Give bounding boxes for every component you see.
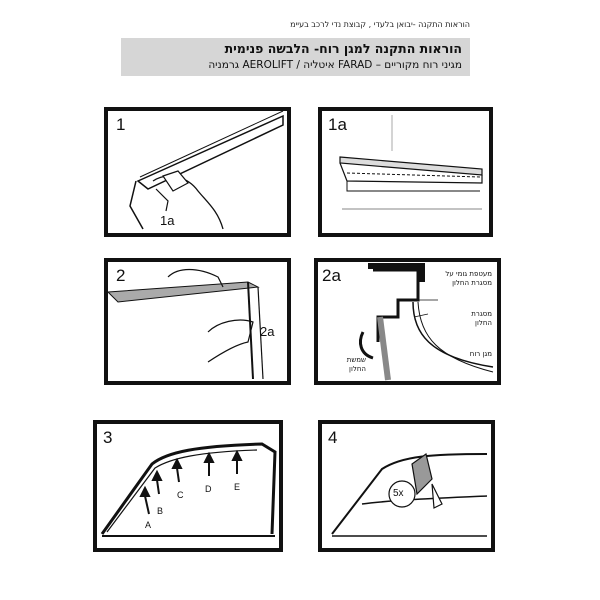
point-label-c: C	[177, 490, 184, 500]
step-number: 1	[116, 115, 126, 134]
label-deflector: מגן רוח	[469, 350, 492, 358]
label-glass: שמשת החלון	[346, 356, 366, 373]
step-number: 4	[328, 428, 338, 447]
panel-step-1: 1 1a	[104, 107, 291, 237]
callout-label: 2a	[260, 324, 275, 339]
panel-step-1a: 1a	[318, 107, 493, 237]
label-frame: מסגרת החלון	[471, 310, 492, 327]
header-banner: הוראות התקנה למגן רוח- הלבשה פנימית מגינ…	[121, 38, 470, 76]
panel-step-2a: 2a מעטפת גומי על מסגרת החלון מסגרת החלון…	[314, 258, 501, 385]
callout-label: 1a	[160, 213, 175, 228]
top-note: הוראות התקנה -יבואן בלעדי , קבוצת נדי לר…	[290, 20, 470, 29]
repeat-badge: 5x	[393, 488, 404, 499]
point-label-e: E	[234, 482, 241, 492]
panel-step-4: 4 5x	[318, 420, 495, 552]
illustration-step-1a	[339, 115, 483, 210]
page-subtitle: מגיני רוח מקוריים – FARAD איטליה / AEROL…	[208, 59, 462, 71]
step-number: 2a	[322, 266, 341, 285]
step-number: 3	[103, 428, 113, 447]
step-number: 2	[116, 266, 126, 285]
illustration-step-2	[108, 268, 264, 380]
illustration-step-4	[331, 452, 488, 537]
step-number: 1a	[328, 115, 347, 134]
illustration-step-1	[129, 111, 284, 230]
point-label-d: D	[205, 484, 212, 494]
point-label-b: B	[157, 506, 164, 516]
illustration-step-2a	[359, 263, 494, 381]
page-title: הוראות התקנה למגן רוח- הלבשה פנימית	[224, 41, 462, 56]
illustration-step-3	[100, 442, 277, 537]
panel-step-2: 2 2a	[104, 258, 291, 385]
point-label-a: A	[145, 520, 152, 530]
panel-step-3: 3 A B C D E	[93, 420, 283, 552]
label-rubber: מעטפת גומי על מסגרת החלון	[445, 270, 492, 287]
